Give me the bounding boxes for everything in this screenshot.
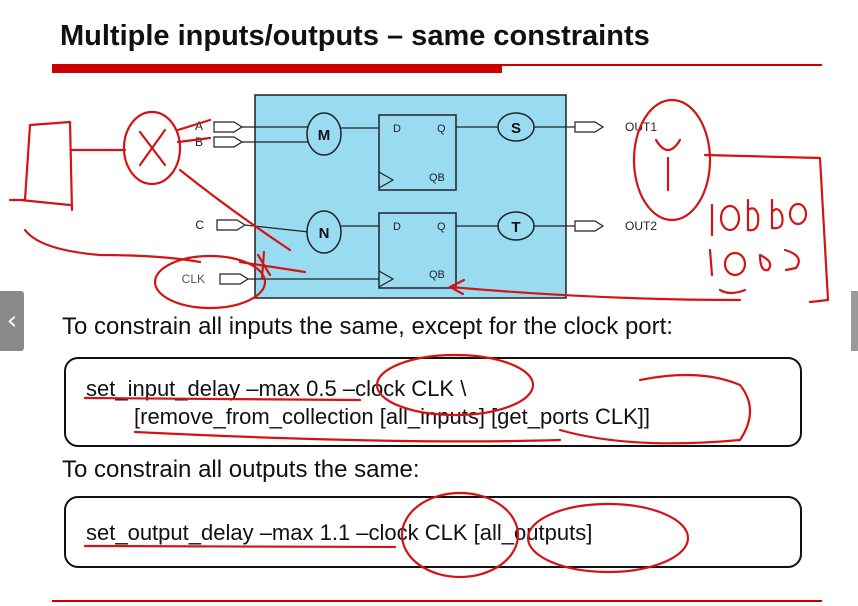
code-output-delay-line: set_output_delay –max 1.1 –clock CLK [al…: [86, 520, 593, 545]
footer-rule: [52, 600, 822, 602]
caption-outputs: To constrain all outputs the same:: [62, 456, 420, 483]
port-label-a: A: [195, 119, 203, 133]
title-underline-bar: [52, 64, 502, 73]
port-label-b: B: [195, 135, 203, 149]
ff1-qb-label: QB: [429, 172, 445, 184]
code-box-outputs: set_output_delay –max 1.1 –clock CLK [al…: [64, 496, 802, 568]
chevron-left-icon: ‹: [6, 306, 18, 336]
code-box-inputs: set_input_delay –max 0.5 –clock CLK \ [r…: [64, 357, 802, 447]
ff1-q-label: Q: [437, 123, 446, 135]
logic-label-s: S: [511, 120, 521, 137]
port-label-out1: OUT1: [625, 120, 657, 134]
input-port-a-arrow: [213, 121, 244, 133]
ff2-clock-symbol: [378, 270, 395, 288]
code-input-delay-line2: [remove_from_collection [all_inputs] [ge…: [134, 404, 651, 429]
ff1-d-label: D: [393, 123, 401, 135]
ff1-clock-symbol: [378, 171, 395, 189]
title-underline-rule: [502, 64, 822, 66]
logic-block-n: [306, 210, 342, 254]
input-port-clk-arrow: [219, 273, 250, 285]
caption-inputs: To constrain all inputs the same, except…: [62, 313, 673, 340]
code-input-delay-line1: set_input_delay –max 0.5 –clock CLK \: [86, 376, 467, 401]
output-port-out1-arrow: [574, 121, 605, 133]
flip-flop-1: [378, 114, 457, 191]
logic-label-t: T: [511, 219, 520, 236]
flip-flop-2: [378, 212, 457, 289]
logic-label-n: N: [319, 225, 330, 242]
port-label-c: C: [195, 218, 204, 232]
input-port-b-arrow: [213, 136, 244, 148]
next-slide-edge[interactable]: [851, 291, 858, 351]
port-label-clk: CLK: [182, 272, 205, 286]
previous-slide-button[interactable]: ‹: [0, 291, 24, 351]
port-label-out2: OUT2: [625, 219, 657, 233]
logic-block-m: [306, 112, 342, 156]
ff2-q-label: Q: [437, 221, 446, 233]
slide-title: Multiple inputs/outputs – same constrain…: [60, 20, 650, 52]
ff2-qb-label: QB: [429, 269, 445, 281]
output-port-out2-arrow: [574, 220, 605, 232]
ff2-d-label: D: [393, 221, 401, 233]
logic-label-m: M: [318, 127, 331, 144]
input-port-c-arrow: [216, 219, 247, 231]
